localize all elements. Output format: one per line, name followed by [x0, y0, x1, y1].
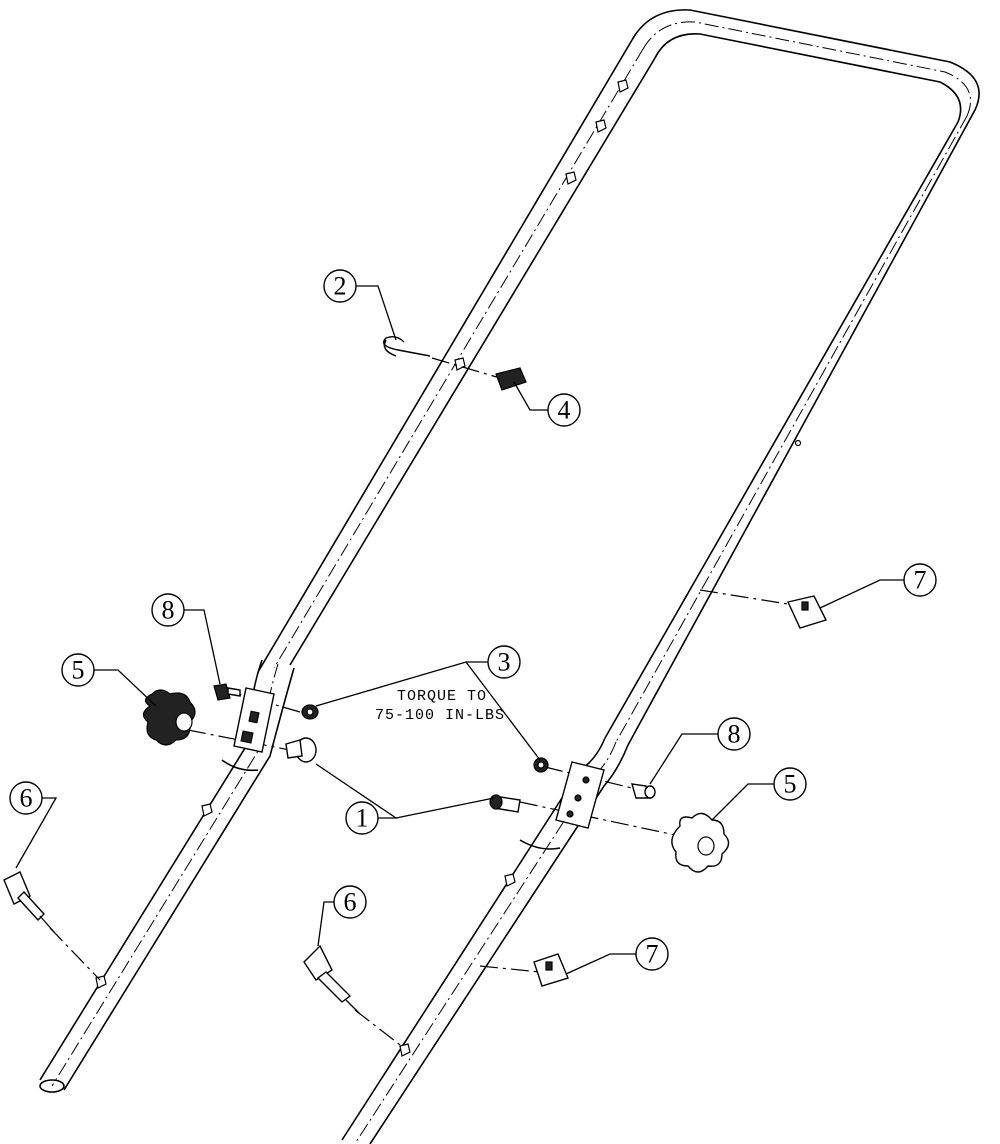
- svg-text:7: 7: [914, 566, 927, 595]
- hinge-bracket-left: [233, 687, 275, 753]
- part-2-hairpin: [383, 335, 431, 357]
- part-1-bolt-right: [489, 794, 521, 813]
- svg-text:7: 7: [646, 940, 659, 969]
- torque-note-line2: 75-100 IN-LBS: [375, 707, 505, 724]
- svg-text:8: 8: [162, 596, 175, 625]
- part-8-screw-right: [631, 783, 656, 799]
- svg-text:3: 3: [498, 648, 511, 677]
- part-5-knob-left: [142, 689, 196, 746]
- svg-text:2: 2: [334, 272, 347, 301]
- torque-note-line1: TORQUE TO: [397, 688, 487, 705]
- mount-hole: [399, 1043, 411, 1057]
- svg-text:5: 5: [784, 770, 797, 799]
- mount-hole: [454, 357, 466, 371]
- part-6-bolt-left: [3, 871, 55, 933]
- callout-6-left: 6: [9, 781, 43, 815]
- upper-handle: [257, 9, 980, 746]
- part-1-bolt-left: [285, 737, 317, 763]
- callout-4: 4: [547, 393, 581, 427]
- mount-hole: [504, 873, 516, 887]
- callout-8-left: 8: [151, 593, 185, 627]
- part-8-screw-left: [213, 683, 241, 701]
- mount-hole: [201, 803, 213, 817]
- part-3-nut-left: [301, 704, 319, 720]
- torque-note: TORQUE TO 75-100 IN-LBS: [375, 688, 505, 724]
- part-7-clip-lower: [533, 953, 569, 987]
- mount-hole: [565, 171, 577, 185]
- callout-7-lower: 7: [635, 937, 669, 971]
- part-3-nut-right: [533, 757, 549, 773]
- svg-text:8: 8: [728, 720, 741, 749]
- part-6-bolt-right: [303, 944, 361, 1015]
- svg-text:1: 1: [356, 804, 369, 833]
- leader-lines: [15, 285, 904, 975]
- svg-text:5: 5: [72, 656, 85, 685]
- callout-7-upper: 7: [903, 563, 937, 597]
- callout-3: 3: [487, 645, 521, 679]
- mount-hole: [595, 119, 607, 133]
- svg-text:6: 6: [344, 888, 357, 917]
- callout-6-right: 6: [333, 885, 367, 919]
- svg-text:4: 4: [558, 396, 571, 425]
- mount-hole: [617, 79, 629, 93]
- mount-hole: [794, 439, 802, 447]
- callout-2: 2: [323, 269, 357, 303]
- hinge-bracket-right: [555, 761, 605, 829]
- callout-5-right: 5: [773, 767, 807, 801]
- callout-5-left: 5: [61, 653, 95, 687]
- callout-1: 1: [345, 801, 379, 835]
- svg-text:6: 6: [20, 784, 33, 813]
- part-5-knob-right: [671, 812, 730, 873]
- part-4-clip: [495, 367, 527, 391]
- part-7-clip-upper: [787, 595, 827, 629]
- callout-8-right: 8: [717, 717, 751, 751]
